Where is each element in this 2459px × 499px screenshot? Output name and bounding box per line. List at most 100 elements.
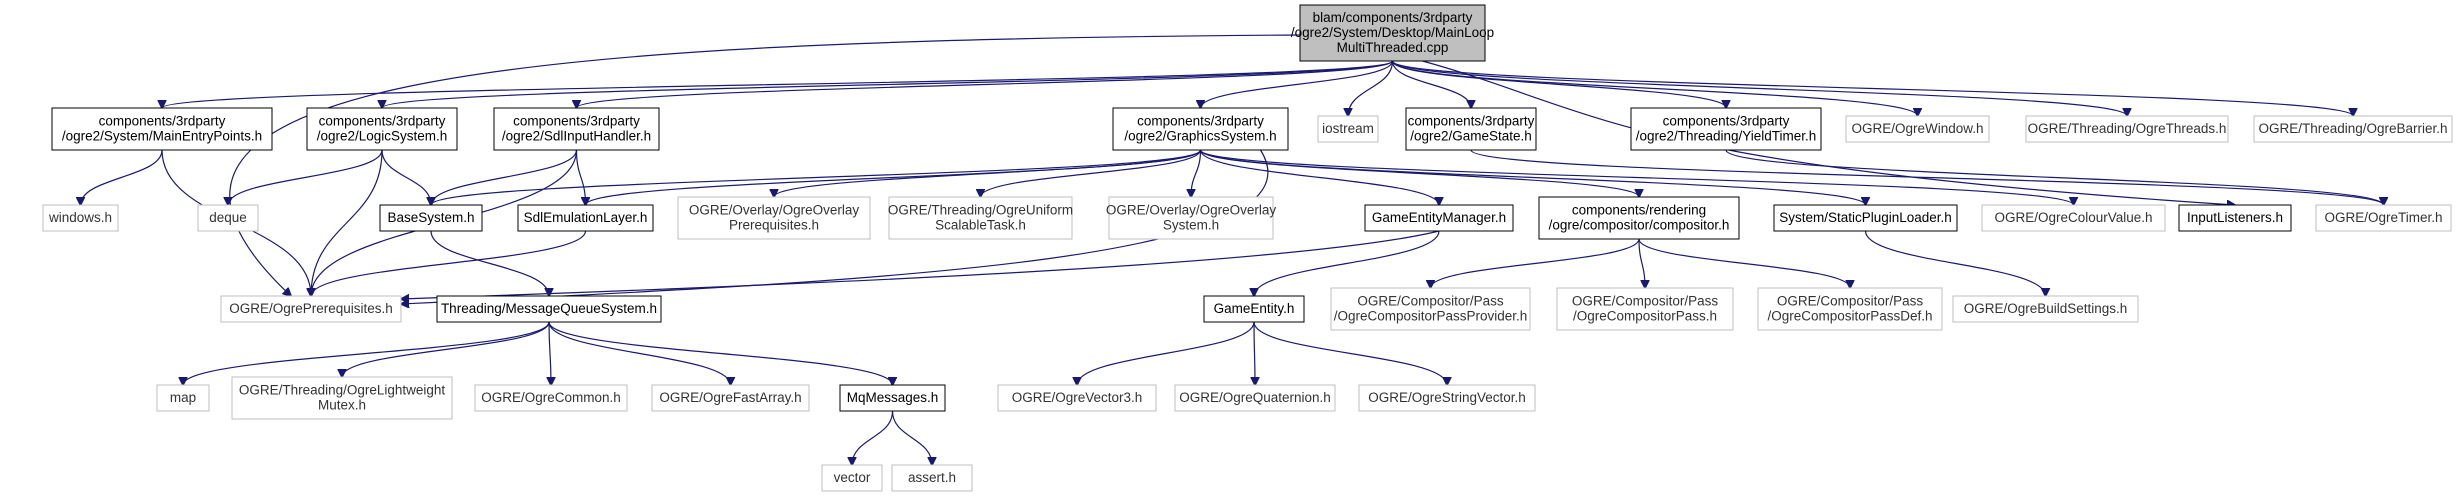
node-label-line: OGRE/OgreWindow.h (1851, 121, 1983, 136)
node-label-line: components/rendering (1572, 203, 1706, 218)
node-label-line: OGRE/Overlay/OgreOverlay (689, 203, 860, 218)
node-box (231, 376, 453, 420)
node-label-line: ScalableTask.h (935, 218, 1026, 233)
edge-layer (81, 34, 2384, 465)
node-box (1773, 204, 1958, 232)
node-colour-value: OGRE/OgreColourValue.h (1981, 204, 2166, 232)
node-label-line: OGRE/OgreTimer.h (2324, 210, 2442, 225)
node-build-settings: OGRE/OgreBuildSettings.h (1952, 295, 2139, 323)
node-logic-system[interactable]: components/3rdparty/ogre2/LogicSystem.h (306, 107, 458, 151)
edge-main_entry-to-windows_h (81, 149, 163, 205)
edge-graphics_system-to-compositor (1199, 149, 1640, 197)
edge-mq_system-to-ogre_common (549, 321, 551, 385)
node-label-line: /ogre2/Threading/YieldTimer.h (1636, 129, 1817, 144)
node-label-line: OGRE/Threading/OgreUniform (888, 203, 1073, 218)
edge-compositor-to-pass_def (1638, 238, 1850, 288)
node-game-entity-manager[interactable]: GameEntityManager.h (1364, 204, 1514, 232)
node-box (1952, 295, 2139, 323)
node-label-line: windows.h (48, 210, 112, 225)
node-label-line: deque (209, 210, 247, 225)
node-label-line: OGRE/OgreCommon.h (481, 390, 621, 405)
node-label-line: SdlEmulationLayer.h (524, 210, 648, 225)
node-box (1364, 204, 1514, 232)
node-label-line: assert.h (908, 470, 956, 485)
node-main-entry[interactable]: components/3rdparty/ogre2/System/MainEnt… (51, 107, 273, 151)
node-ogre-barrier: OGRE/Threading/OgreBarrier.h (2253, 115, 2453, 143)
node-label-line: /ogre2/GraphicsSystem.h (1124, 129, 1276, 144)
node-label-line: blam/components/3rdparty (1313, 10, 1473, 25)
node-box (517, 204, 654, 232)
node-box (474, 384, 628, 412)
node-mq-system[interactable]: Threading/MessageQueueSystem.h (436, 295, 662, 323)
node-box (1556, 287, 1734, 331)
node-label-line: MultiThreaded.cpp (1337, 40, 1449, 55)
node-label-line: components/3rdparty (513, 114, 640, 129)
edge-mq_system-to-lightweight_mutex (342, 321, 550, 377)
node-static-plugin[interactable]: System/StaticPluginLoader.h (1773, 204, 1958, 232)
node-label-line: OGRE/OgreBuildSettings.h (1964, 301, 2128, 316)
node-sdl-input[interactable]: components/3rdparty/ogre2/SdlInputHandle… (493, 107, 660, 151)
edge-graphics_system-to-static_plugin (1199, 149, 1866, 205)
node-pass-def: OGRE/Compositor/Pass/OgreCompositorPassD… (1757, 287, 1943, 331)
edge-root-to-sdl_input (577, 60, 1394, 108)
edge-root-to-ogre_window (1391, 60, 1918, 116)
node-input-listeners[interactable]: InputListeners.h (2178, 204, 2292, 232)
node-box (1317, 115, 1379, 143)
node-box (1112, 107, 1289, 151)
edge-sdl_emulation-to-ogre_prereq (311, 230, 587, 296)
edge-logic_system-to-base_system (381, 149, 431, 205)
node-box (436, 295, 662, 323)
node-label-line: /ogre2/SdlInputHandler.h (502, 129, 651, 144)
node-box (1203, 295, 1305, 323)
node-root[interactable]: blam/components/3rdparty/ogre2/System/De… (1291, 4, 1494, 62)
node-box (1845, 115, 1990, 143)
node-box (1538, 196, 1740, 240)
edge-logic_system-to-deque (228, 149, 383, 205)
node-quaternion: OGRE/OgreQuaternion.h (1174, 384, 1336, 412)
node-box (306, 107, 458, 151)
edge-root-to-ogre_prereq (229, 34, 1301, 296)
node-label-line: MqMessages.h (847, 390, 939, 405)
node-game-state[interactable]: components/3rdparty/ogre2/GameState.h (1405, 107, 1537, 151)
node-box (651, 384, 810, 412)
node-base-system[interactable]: BaseSystem.h (379, 204, 483, 232)
node-box (888, 196, 1073, 240)
node-label-line: System.h (1163, 218, 1219, 233)
edge-graphics_system-to-overlay_prereq (774, 149, 1202, 197)
node-assert-h: assert.h (891, 464, 973, 492)
node-graphics-system[interactable]: components/3rdparty/ogre2/GraphicsSystem… (1112, 107, 1289, 151)
edge-sdl_input-to-base_system (431, 149, 578, 205)
node-yield-timer[interactable]: components/3rdparty/ogre2/Threading/Yiel… (1630, 107, 1822, 151)
node-box (1174, 384, 1336, 412)
node-box (2253, 115, 2453, 143)
node-fast-array: OGRE/OgreFastArray.h (651, 384, 810, 412)
edge-game_state-to-ogre_timer (1470, 149, 2384, 205)
node-compositor-pass: OGRE/Compositor/Pass/OgreCompositorPass.… (1556, 287, 1734, 331)
node-sdl-emulation[interactable]: SdlEmulationLayer.h (517, 204, 654, 232)
edge-compositor-to-compositor_pass (1638, 238, 1645, 288)
node-label-line: /ogre2/System/Desktop/MainLoop (1291, 25, 1494, 40)
node-label-line: OGRE/OgreFastArray.h (659, 390, 801, 405)
node-box (197, 204, 259, 232)
edge-base_system-to-mq_system (430, 230, 549, 296)
node-ogre-threads: OGRE/Threading/OgreThreads.h (2025, 115, 2229, 143)
node-label-line: components/3rdparty (1663, 114, 1790, 129)
node-ogre-common: OGRE/OgreCommon.h (474, 384, 628, 412)
node-label-line: OGRE/OgreColourValue.h (1994, 210, 2152, 225)
node-mq-messages[interactable]: MqMessages.h (839, 384, 946, 412)
node-label-line: BaseSystem.h (387, 210, 474, 225)
edge-root-to-graphics_system (1201, 60, 1394, 108)
node-label-line: GameEntity.h (1214, 301, 1295, 316)
node-label-line: components/3rdparty (1137, 114, 1264, 129)
node-compositor[interactable]: components/rendering/ogre/compositor/com… (1538, 196, 1740, 240)
node-label-line: /ogre2/GameState.h (1410, 129, 1532, 144)
node-ogre-prereq: OGRE/OgrePrerequisites.h (220, 295, 402, 323)
edge-yield_timer-to-ogre_timer (1725, 149, 2384, 205)
node-pass-provider: OGRE/Compositor/Pass/OgreCompositorPassP… (1330, 287, 1531, 331)
node-label-line: map (170, 390, 196, 405)
node-game-entity[interactable]: GameEntity.h (1203, 295, 1305, 323)
